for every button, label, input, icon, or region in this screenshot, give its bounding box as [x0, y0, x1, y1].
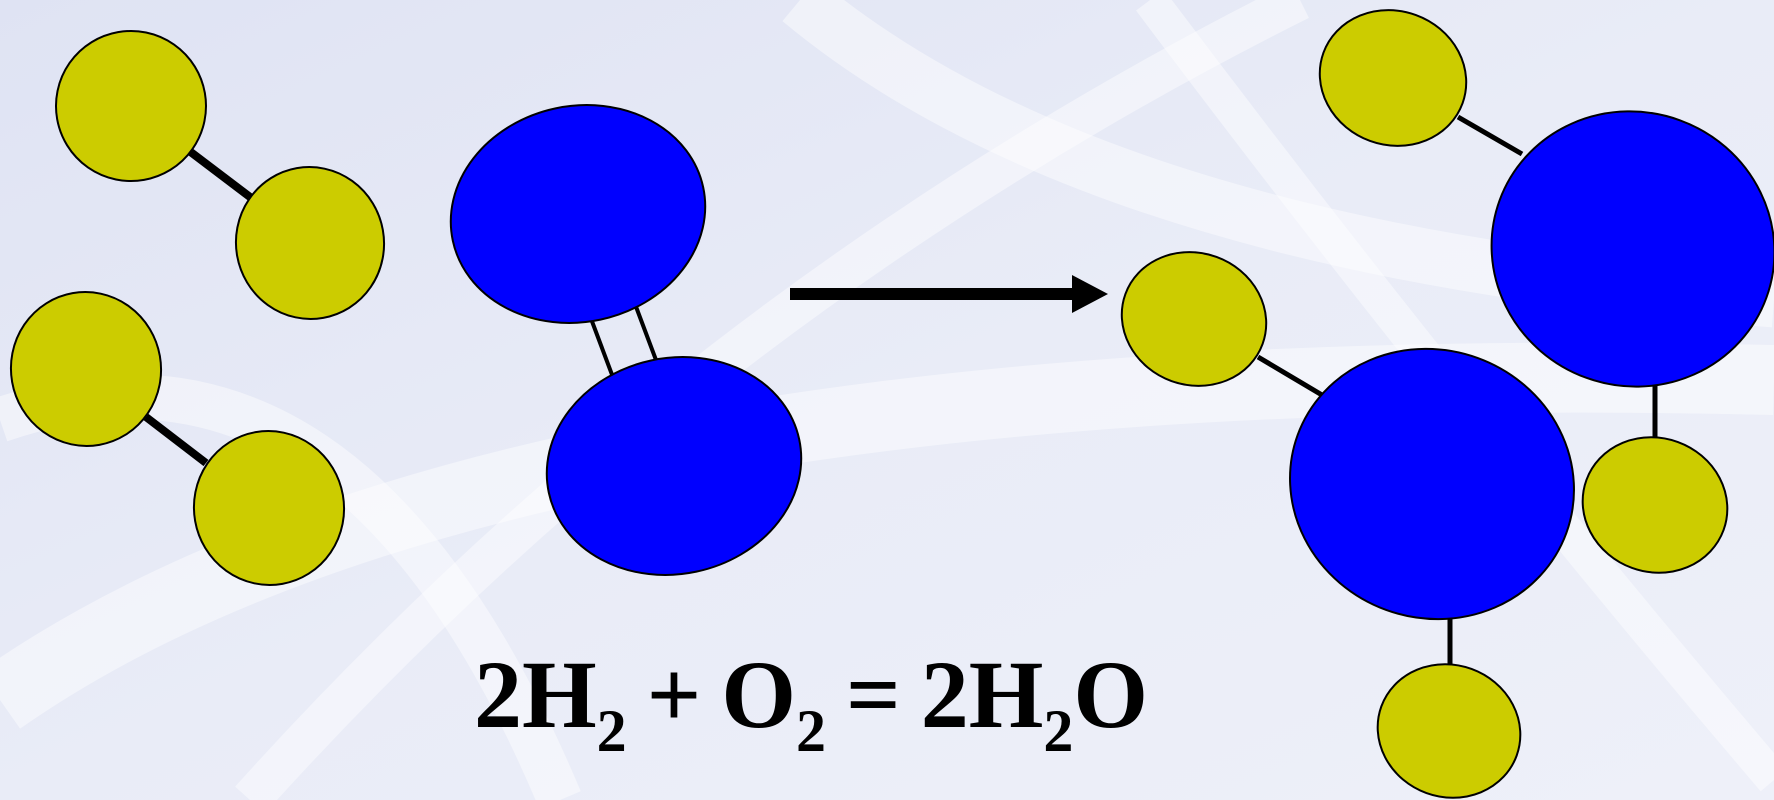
hydrogen-atom: [234, 166, 386, 320]
hydrogen-atom: [1318, 9, 1468, 147]
oxygen-atom: [545, 356, 803, 576]
oxygen-atom: [1289, 347, 1575, 621]
oxygen-atom: [449, 104, 707, 324]
hydrogen-atom: [192, 430, 346, 586]
single-bond: [1256, 354, 1324, 398]
water-molecule: [1120, 251, 1575, 799]
oxygen-atom: [1490, 110, 1774, 388]
hydrogen-atom: [1581, 436, 1729, 574]
hydrogen-atom: [1376, 663, 1522, 799]
hydrogen-atom: [55, 30, 207, 182]
hydrogen-molecule: [55, 30, 386, 320]
hydrogen-atom: [1120, 251, 1268, 387]
water-molecule: [1318, 9, 1774, 574]
hydrogen-atom: [9, 291, 163, 447]
single-bond: [1456, 114, 1524, 157]
hydrogen-molecule: [9, 291, 346, 586]
single-bond: [143, 413, 209, 467]
oxygen-molecule: [449, 104, 803, 576]
single-bond: [185, 146, 253, 201]
right-arrow-icon: [790, 275, 1108, 313]
